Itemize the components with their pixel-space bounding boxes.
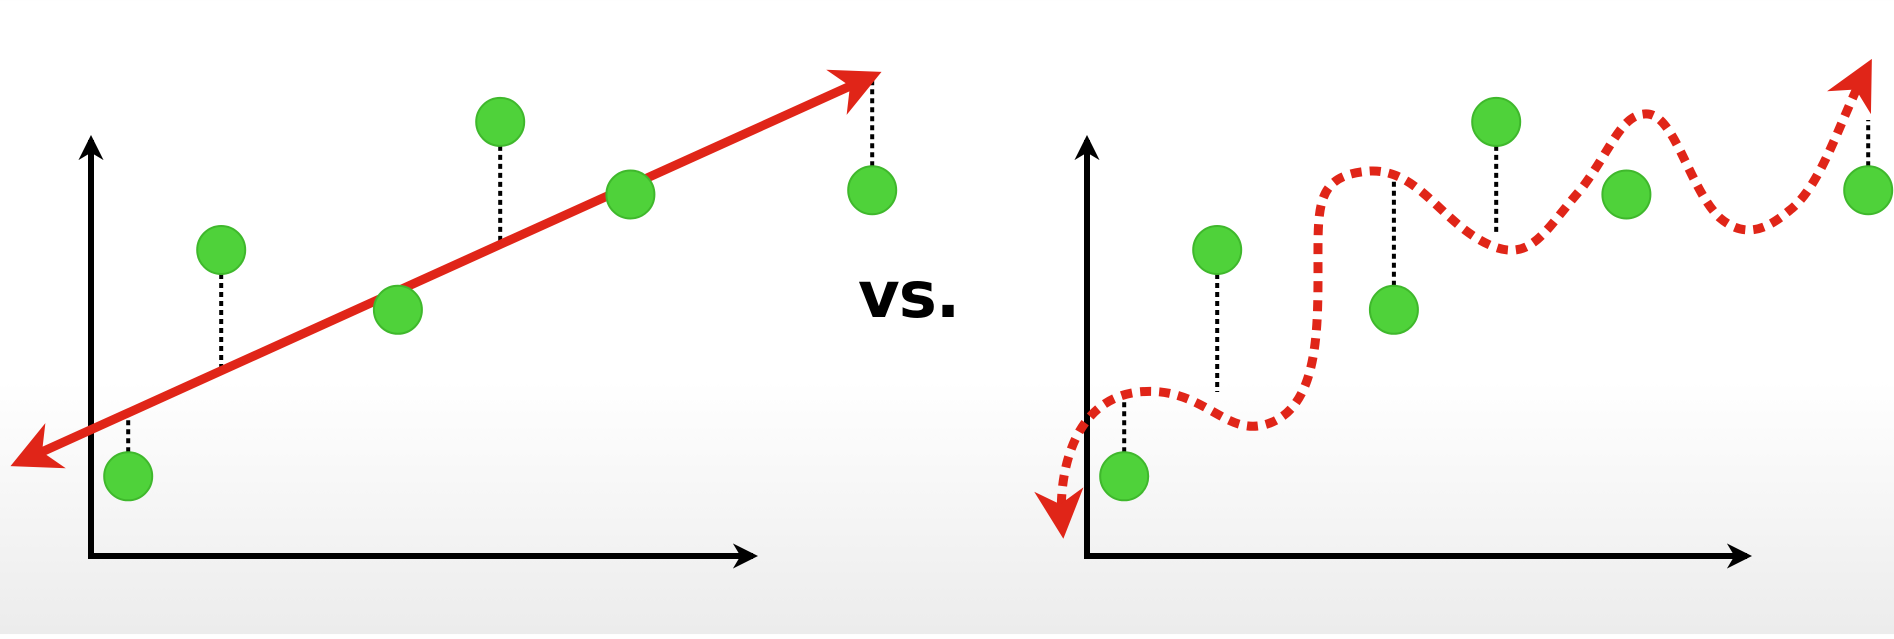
left-data-point-5 <box>605 169 656 220</box>
right-data-point-5 <box>1601 169 1652 220</box>
left-data-point-6 <box>847 165 898 216</box>
overfit-panel <box>1034 58 1894 569</box>
left-data-point-3 <box>372 284 423 335</box>
right-data-point-1 <box>1099 451 1150 502</box>
left-data-point-2 <box>196 224 247 275</box>
left-data-point-1 <box>103 451 154 502</box>
right-points <box>1099 96 1894 502</box>
linear-fit-line <box>10 69 882 469</box>
overfit-curve <box>1034 58 1872 539</box>
left-data-point-4 <box>475 96 526 147</box>
linear-fit-panel <box>10 69 898 569</box>
right-data-point-2 <box>1192 224 1243 275</box>
right-residuals <box>1122 120 1871 453</box>
right-data-point-6 <box>1843 165 1894 216</box>
left-points <box>103 96 898 502</box>
comparison-label: vs. <box>858 259 960 333</box>
right-data-point-4 <box>1471 96 1522 147</box>
right-data-point-3 <box>1368 284 1419 335</box>
